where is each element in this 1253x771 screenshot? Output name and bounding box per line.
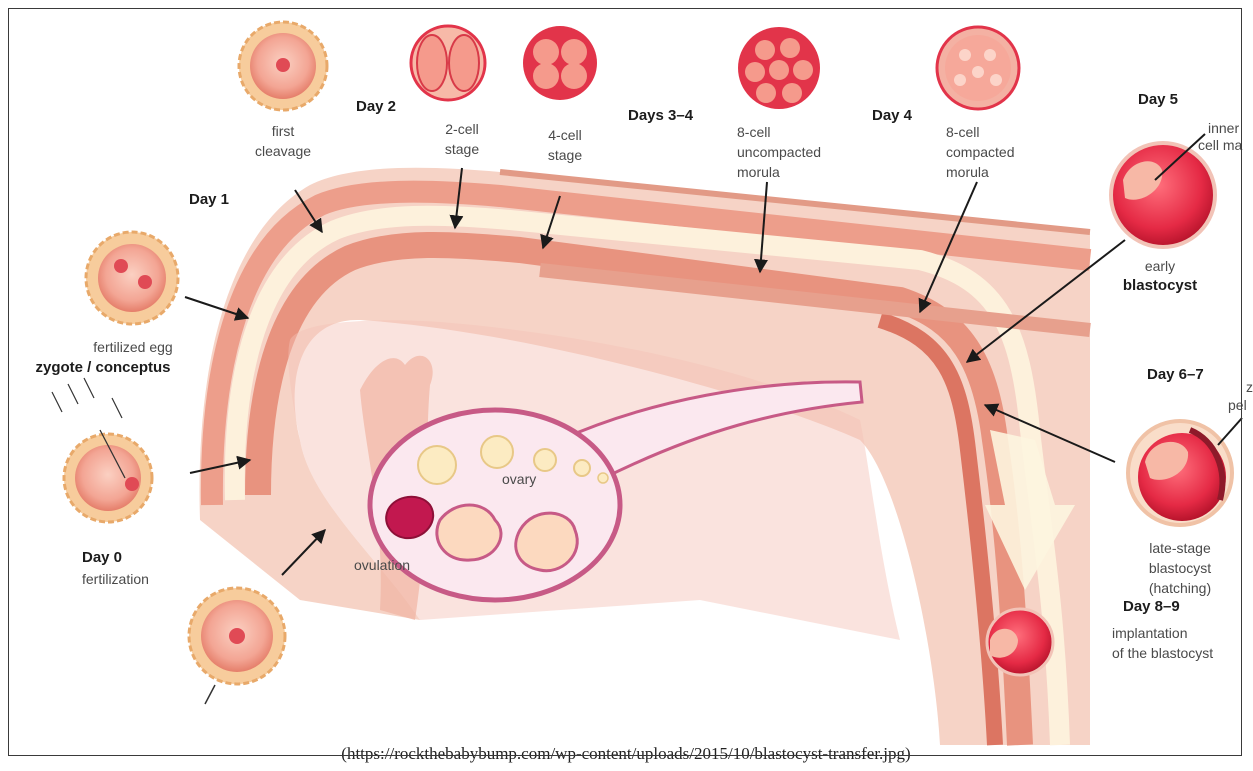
figure-frame	[8, 8, 1242, 756]
label-zona-1: z	[1246, 379, 1253, 395]
